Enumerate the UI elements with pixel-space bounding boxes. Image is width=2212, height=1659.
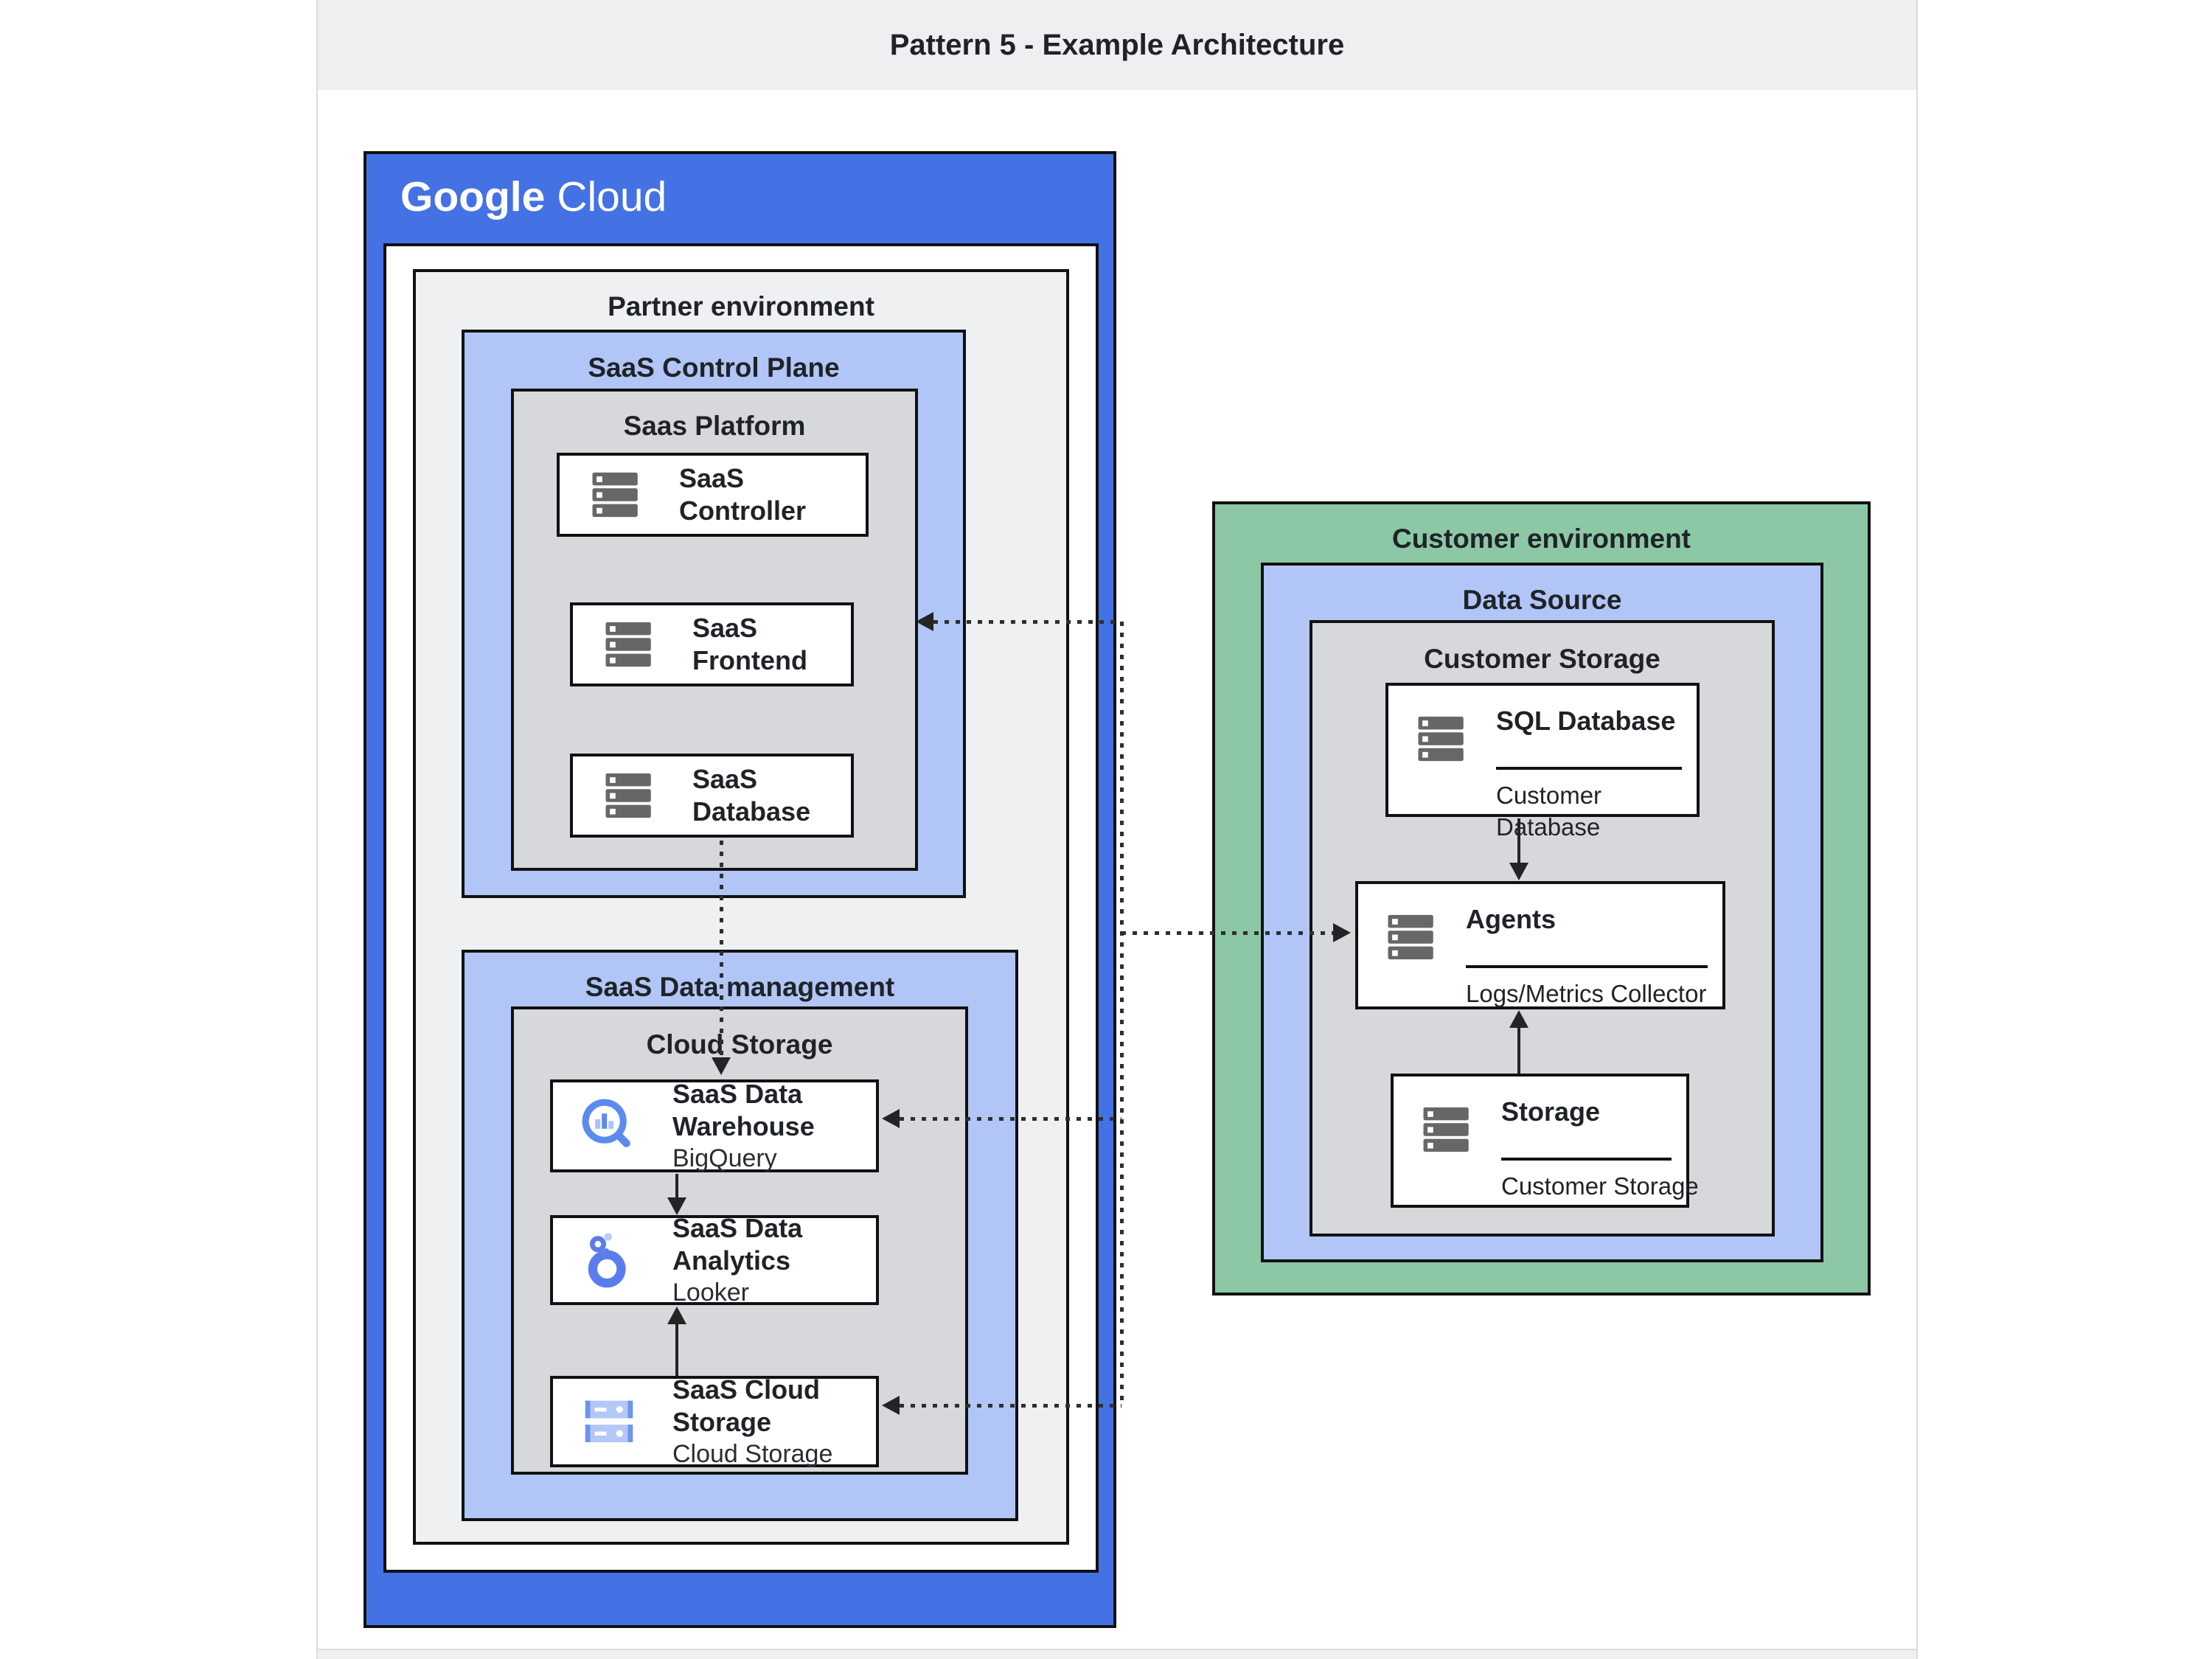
connector-to-warehouse xyxy=(900,1117,1121,1121)
card-title: SaaS Cloud Storage xyxy=(672,1374,821,1437)
saas-data-analytics-card: SaaS Data Analytics Looker xyxy=(550,1212,879,1307)
google-cloud-logo: Google Cloud xyxy=(400,173,667,221)
cloud-storage-icon xyxy=(585,1400,633,1442)
arrowhead-up-analytics xyxy=(667,1307,686,1324)
card-title: SaaS Frontend xyxy=(692,613,807,675)
customer-storage-label: Customer Storage xyxy=(1424,644,1660,674)
card-subtitle: BigQuery xyxy=(672,1144,777,1172)
connector-database-to-warehouse xyxy=(720,841,723,1056)
connector-to-agents xyxy=(1121,931,1334,935)
storage-card: Storage Customer Storage xyxy=(1391,1074,1699,1208)
bigquery-icon xyxy=(582,1099,630,1147)
card-subtitle: Looker xyxy=(672,1278,749,1307)
saas-database-card: SaaS Database xyxy=(570,754,854,838)
card-subtitle: Logs/Metrics Collector xyxy=(1466,979,1707,1007)
connector-to-saas-cloud-storage xyxy=(900,1404,1121,1408)
arrowhead-right-agents xyxy=(1333,923,1351,942)
card-title: SaaS Data Warehouse xyxy=(672,1078,815,1141)
saas-cloud-storage-card: SaaS Cloud Storage Cloud Storage xyxy=(550,1374,879,1468)
cloud-storage-label: Cloud Storage xyxy=(646,1029,833,1060)
connector-sql-to-agents xyxy=(1517,818,1520,864)
saas-controller-card: SaaS Controller xyxy=(557,453,869,537)
sql-database-card: SQL Database Customer Database xyxy=(1385,683,1700,841)
connector-to-saas-frontend xyxy=(933,620,1121,624)
looker-icon xyxy=(588,1233,626,1288)
card-subtitle: Customer Database xyxy=(1496,781,1602,841)
saas-platform-label: Saas Platform xyxy=(623,411,806,441)
page-right-edge xyxy=(1916,0,1918,1659)
arrowhead-down-warehouse xyxy=(712,1057,731,1075)
server-icon xyxy=(1423,1107,1469,1152)
saas-frontend-card: SaaS Frontend xyxy=(570,602,854,686)
server-icon xyxy=(605,622,651,667)
card-title: SQL Database xyxy=(1496,706,1676,736)
connector-corridor-vertical xyxy=(1120,622,1124,1405)
data-source-label: Data Source xyxy=(1462,585,1622,615)
card-divider xyxy=(1466,964,1708,968)
card-title: Agents xyxy=(1466,904,1557,934)
card-title: SaaS Database xyxy=(692,764,811,827)
connector-warehouse-to-analytics xyxy=(675,1174,678,1199)
card-divider xyxy=(1496,766,1682,770)
arrowhead-left-saas-frontend xyxy=(916,612,933,631)
server-icon xyxy=(1418,716,1464,762)
card-subtitle: Customer Storage xyxy=(1501,1172,1699,1200)
card-title: SaaS Controller xyxy=(679,463,807,526)
saas-control-plane-label: SaaS Control Plane xyxy=(588,352,840,383)
agents-card: Agents Logs/Metrics Collector xyxy=(1355,881,1725,1009)
saas-data-warehouse-card: SaaS Data Warehouse BigQuery xyxy=(550,1079,879,1172)
server-icon xyxy=(605,773,651,818)
google-logo-text: Google xyxy=(400,173,546,220)
arrowhead-down-agents xyxy=(1509,863,1528,880)
page-title: Pattern 5 - Example Architecture xyxy=(889,28,1345,61)
card-title: SaaS Data Analytics xyxy=(672,1212,803,1276)
card-subtitle: Cloud Storage xyxy=(672,1439,833,1468)
customer-environment-label: Customer environment xyxy=(1391,524,1691,554)
card-title: Storage xyxy=(1501,1096,1601,1127)
card-divider xyxy=(1501,1157,1672,1161)
server-icon xyxy=(1388,914,1433,960)
server-icon xyxy=(592,472,638,518)
cloud-logo-text: Cloud xyxy=(557,173,667,220)
page-left-edge xyxy=(316,0,318,1659)
partner-environment-label: Partner environment xyxy=(608,291,874,321)
page-bottom-line xyxy=(318,1649,1916,1650)
connector-cloud-storage-to-analytics xyxy=(675,1323,678,1376)
arrowhead-up-agents xyxy=(1509,1010,1528,1028)
arrowhead-down-analytics xyxy=(667,1197,686,1215)
saas-data-management-label: SaaS Data management xyxy=(585,972,895,1002)
page-bottom-strip xyxy=(318,1650,1916,1659)
connector-storage-to-agents xyxy=(1517,1026,1520,1074)
arrowhead-left-saas-cloud-storage xyxy=(882,1396,900,1415)
title-bar: Pattern 5 - Example Architecture xyxy=(318,0,1916,90)
arrowhead-left-warehouse xyxy=(882,1109,900,1128)
